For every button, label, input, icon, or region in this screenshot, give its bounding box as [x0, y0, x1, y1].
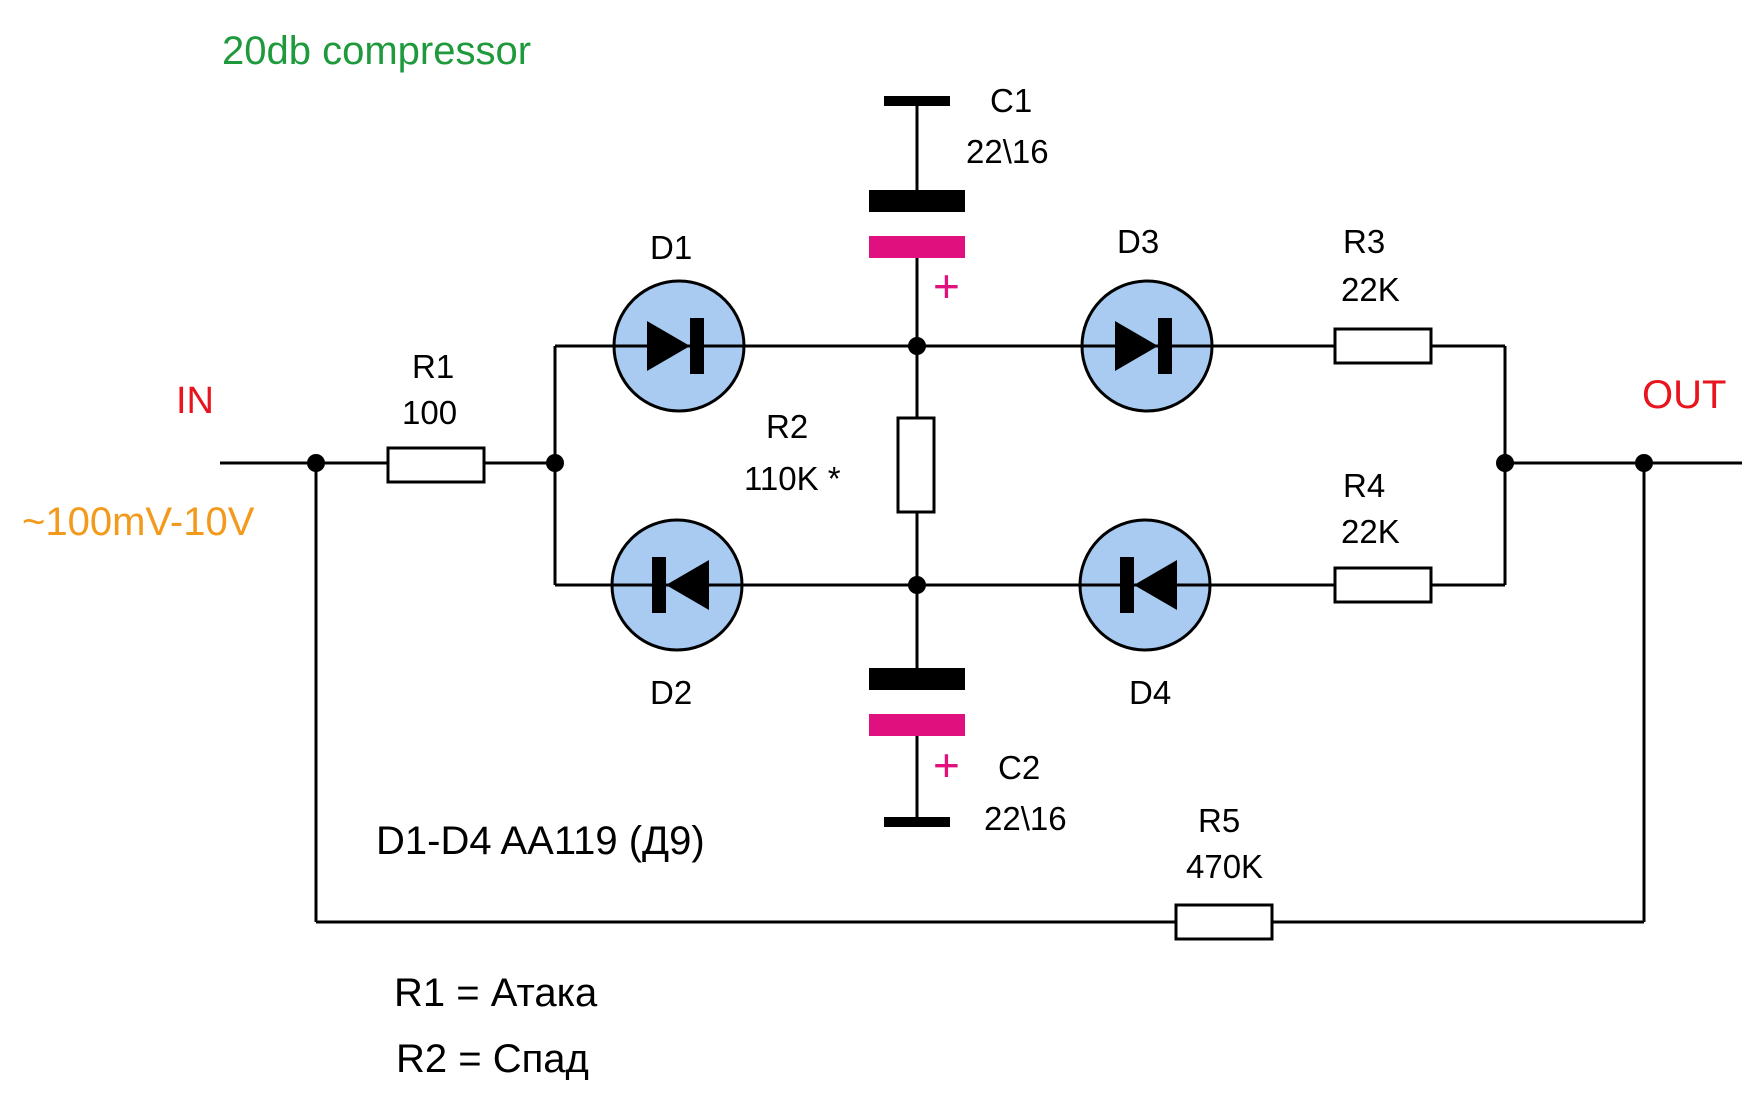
capacitor-c1 [869, 96, 965, 258]
r2-ref-label: R2 [766, 408, 808, 445]
junction-dot [546, 454, 564, 472]
c2-ref-label: C2 [998, 749, 1040, 786]
diode-d2 [610, 518, 744, 652]
r1-value-label: 100 [402, 394, 457, 431]
diode-d1 [612, 279, 746, 413]
capacitor-c1-negative-plate [869, 190, 965, 212]
r4-ref-label: R4 [1343, 467, 1385, 504]
resistor-r3 [1333, 327, 1433, 365]
capacitor-c2 [869, 668, 965, 827]
wires [220, 100, 1742, 924]
resistor-r4 [1333, 566, 1433, 604]
junction-dot [307, 454, 325, 472]
d1-ref-label: D1 [650, 229, 692, 266]
capacitor-c1-positive-plate [869, 236, 965, 258]
resistor-r4-body [1333, 566, 1433, 604]
input-range-label: ~100mV-10V [22, 500, 255, 544]
capacitor-c2-negative-plate [869, 668, 965, 690]
c1-polarity-mark: + [933, 260, 960, 312]
junction-dot [1496, 454, 1514, 472]
input-label: IN [176, 380, 214, 422]
attack-note: R1 = Атака [394, 971, 598, 1015]
diode-d4 [1078, 518, 1212, 652]
capacitor-c2-terminal [884, 817, 950, 827]
resistor-r5 [1174, 903, 1274, 941]
capacitor-c2-positive-plate [869, 714, 965, 736]
diagram-title: 20db compressor [222, 29, 531, 73]
resistor-r5-body [1174, 903, 1274, 941]
junction-dot [1635, 454, 1653, 472]
diode-d3 [1080, 279, 1214, 413]
c1-ref-label: C1 [990, 82, 1032, 119]
c2-polarity-mark: + [933, 739, 960, 791]
resistor-r2-body [896, 416, 936, 514]
c2-value-label: 22\16 [984, 800, 1067, 837]
r3-value-label: 22K [1341, 271, 1400, 308]
r1-ref-label: R1 [412, 348, 454, 385]
d3-ref-label: D3 [1117, 223, 1159, 260]
r3-ref-label: R3 [1343, 223, 1385, 260]
resistor-r1 [386, 446, 486, 484]
junctions [307, 337, 1653, 594]
capacitor-c1-terminal [884, 96, 950, 106]
resistor-r2 [896, 416, 936, 514]
d4-ref-label: D4 [1129, 674, 1171, 711]
release-note: R2 = Спад [396, 1037, 589, 1081]
c1-value-label: 22\16 [966, 133, 1049, 170]
resistor-r3-body [1333, 327, 1433, 365]
r5-ref-label: R5 [1198, 802, 1240, 839]
r4-value-label: 22K [1341, 513, 1400, 550]
output-label: OUT [1642, 373, 1726, 417]
junction-dot [908, 337, 926, 355]
junction-dot [908, 576, 926, 594]
r5-value-label: 470K [1186, 848, 1263, 885]
r2-value-label: 110K * [744, 460, 841, 497]
resistor-r1-body [386, 446, 486, 484]
d2-ref-label: D2 [650, 674, 692, 711]
diode-type-note: D1-D4 AA119 (Д9) [376, 819, 705, 863]
